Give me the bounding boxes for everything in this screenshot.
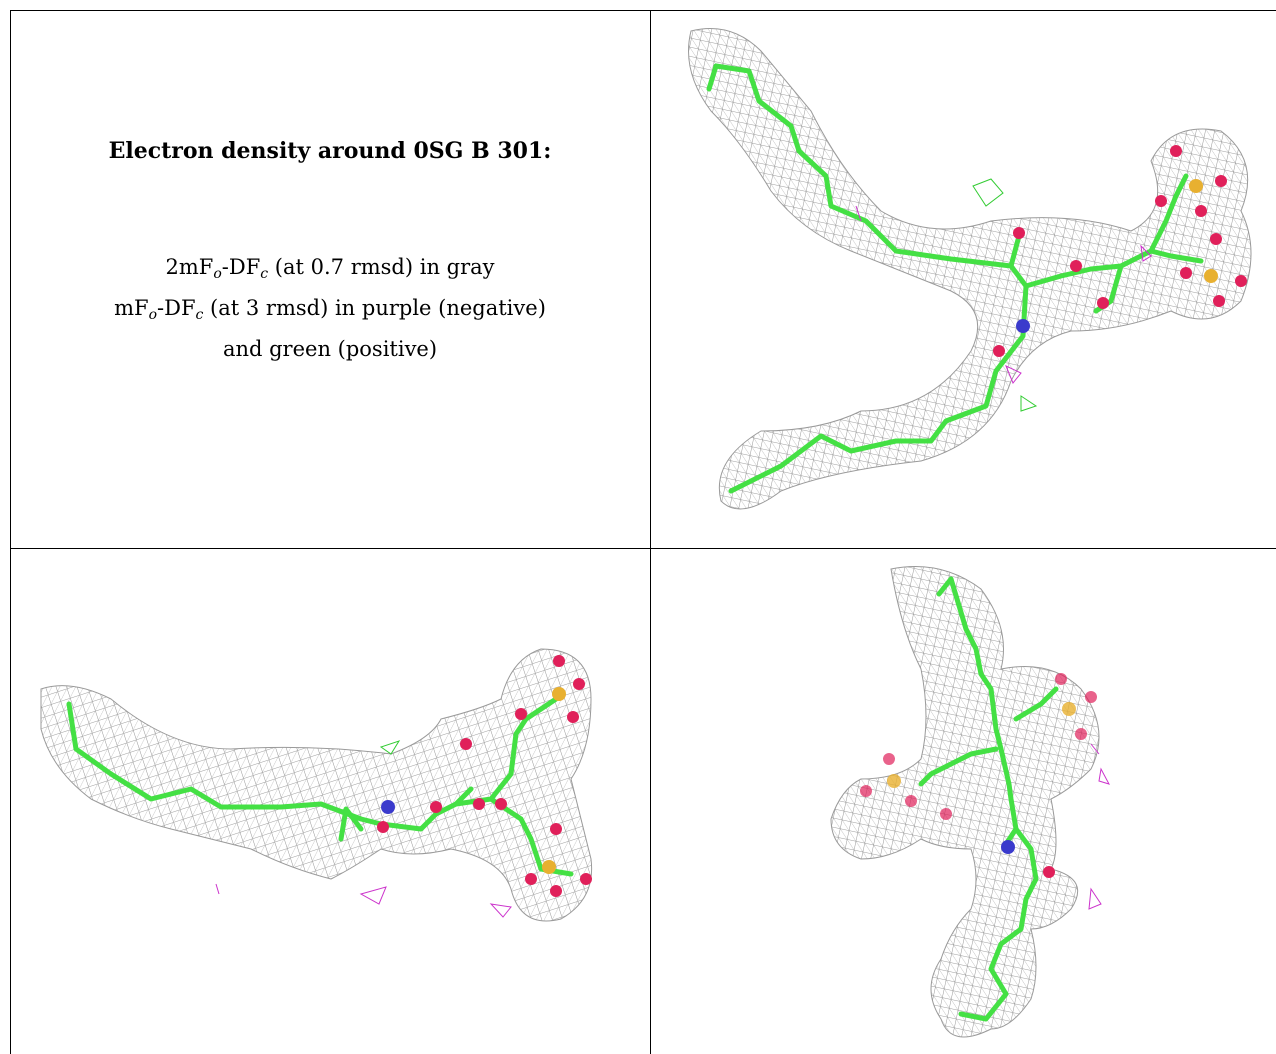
legend-line-colors: and green (positive) (222, 337, 438, 361)
sulfur-atom (1189, 179, 1203, 193)
table-top-border (10, 10, 1276, 11)
oxygen-atom (473, 798, 485, 810)
sulfur-atom (552, 687, 566, 701)
ligand-atoms (860, 673, 1097, 878)
oxygen-atom (1013, 227, 1025, 239)
oxygen-atom (495, 798, 507, 810)
oxygen-atom (377, 821, 389, 833)
oxygen-atom (515, 708, 527, 720)
density-view-bottom-right (651, 549, 1276, 1054)
density-view-top-right (651, 11, 1276, 548)
sulfur-atom (542, 860, 556, 874)
difference-density (855, 178, 1152, 412)
difference-density (1088, 743, 1111, 910)
oxygen-atom (905, 795, 917, 807)
oxygen-atom (940, 808, 952, 820)
oxygen-atom (883, 753, 895, 765)
oxygen-atom (550, 885, 562, 897)
oxygen-atom (860, 785, 872, 797)
oxygen-atom (1155, 195, 1167, 207)
sulfur-atom (1062, 702, 1076, 716)
caption-title: Electron density around 0SG B 301: (108, 138, 552, 164)
oxygen-atom (1170, 145, 1182, 157)
oxygen-atom (573, 678, 585, 690)
table-center-border (650, 10, 651, 1054)
oxygen-atom (1075, 728, 1087, 740)
oxygen-atom (1235, 275, 1247, 287)
oxygen-atom (1215, 175, 1227, 187)
oxygen-atom (430, 801, 442, 813)
oxygen-atom (580, 873, 592, 885)
oxygen-atom (460, 738, 472, 750)
oxygen-atom (550, 823, 562, 835)
oxygen-atom (553, 655, 565, 667)
caption-legend: 2mFo-DFc (at 0.7 rmsd) in gray mFo-DFc (… (10, 250, 650, 366)
legend-line-fo-fc: mFo-DFc (at 3 rmsd) in purple (negative) (114, 296, 546, 323)
electron-density-mesh (830, 566, 1100, 1038)
oxygen-atom (1070, 260, 1082, 272)
oxygen-atom (1213, 295, 1225, 307)
oxygen-atom (1055, 673, 1067, 685)
ligand-atoms (993, 145, 1247, 357)
oxygen-atom (1180, 267, 1192, 279)
difference-density (215, 740, 512, 918)
oxygen-atom (1085, 691, 1097, 703)
legend-line-2fo-fc: 2mFo-DFc (at 0.7 rmsd) in gray (165, 255, 495, 282)
oxygen-atom (1097, 297, 1109, 309)
table-middle-border (10, 548, 1276, 549)
oxygen-atom (1210, 233, 1222, 245)
sulfur-atom (1204, 269, 1218, 283)
oxygen-atom (525, 873, 537, 885)
oxygen-atom (1043, 866, 1055, 878)
electron-density-mesh (40, 648, 593, 922)
ligand-atoms (377, 655, 592, 897)
nitrogen-atom (1016, 319, 1030, 333)
nitrogen-atom (381, 800, 395, 814)
oxygen-atom (1195, 205, 1207, 217)
sulfur-atom (887, 774, 901, 788)
oxygen-atom (567, 711, 579, 723)
table-left-border (10, 10, 11, 1054)
caption-cell: Electron density around 0SG B 301: 2mFo-… (10, 10, 650, 548)
ligand-carbon-bonds (918, 576, 1059, 1022)
density-view-bottom-left (11, 549, 650, 1054)
electron-density-mesh (688, 28, 1252, 510)
oxygen-atom (993, 345, 1005, 357)
nitrogen-atom (1001, 840, 1015, 854)
